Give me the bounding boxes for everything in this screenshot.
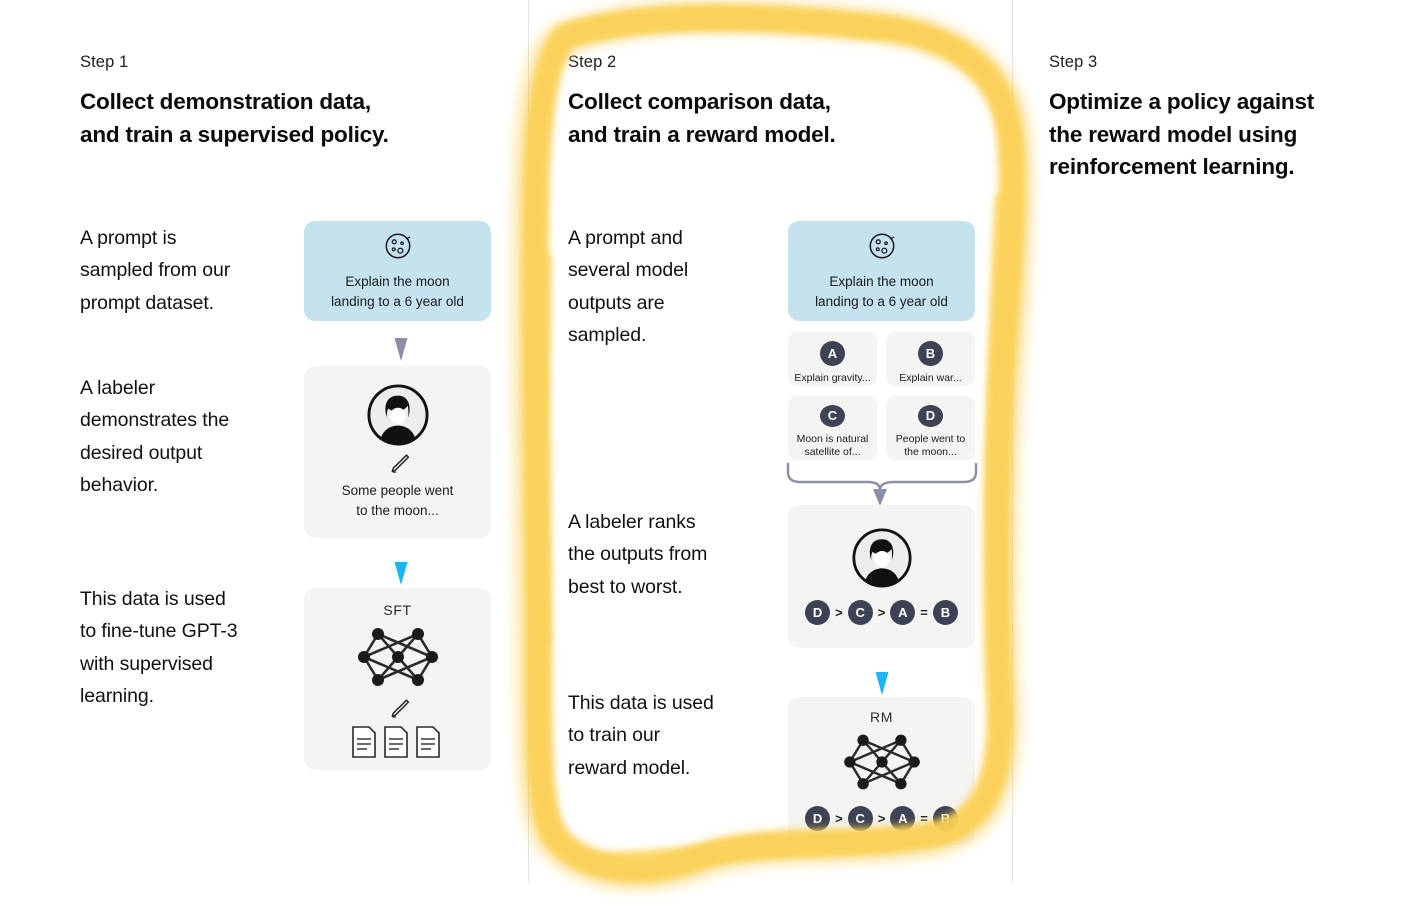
step-2-rm-ranking-row: D > C > A = B (805, 806, 958, 831)
step-1-prompt-card[interactable]: Explain the moon landing to a 6 year old (304, 221, 491, 321)
option-text-c: Moon is natural satellite of... (796, 432, 869, 459)
rank-op-2: > (877, 605, 886, 620)
step-2-ranking-row: D > C > A = B (805, 600, 958, 625)
option-text-a: Explain gravity... (794, 372, 871, 384)
step-1-paragraph-2: A labeler demonstrates the desired outpu… (80, 377, 230, 497)
step-1-title: Collect demonstration data, and train a … (80, 89, 389, 147)
option-badge-a: A (820, 341, 845, 366)
step-3-label: Step 3 (1049, 53, 1098, 71)
step-1-column: Step 1 Collect demonstration data, and t… (80, 0, 500, 903)
option-card-d[interactable]: D People went to the moon... (886, 396, 975, 460)
step-2-prompt-text: Explain the moon landing to a 6 year old (815, 274, 948, 309)
document-stack-icon (350, 725, 446, 759)
option-badge-c: C (820, 405, 845, 427)
step-2-paragraph-2: A labeler ranks the outputs from best to… (568, 511, 708, 598)
rm-label: RM (870, 709, 893, 725)
arrow-down-gray-1 (390, 337, 412, 363)
step-3-column: Step 3 Optimize a policy against the rew… (1049, 0, 1409, 903)
sft-label: SFT (383, 602, 412, 618)
neural-network-icon (354, 620, 442, 694)
pencil-icon (385, 698, 411, 720)
step-2-prompt-card[interactable]: Explain the moon landing to a 6 year old (788, 221, 975, 321)
step-1-label: Step 1 (80, 53, 129, 71)
option-card-a[interactable]: A Explain gravity... (788, 332, 877, 386)
step-1-labeler-card[interactable]: Some people went to the moon... (304, 366, 491, 538)
arrow-down-blue-2 (871, 671, 893, 697)
rm-rank-badge-3: A (890, 806, 916, 831)
step-2-column: Step 2 Collect comparison data, and trai… (568, 0, 988, 903)
moon-icon (383, 231, 413, 261)
option-badge-d: D (918, 405, 943, 427)
step-1-paragraph-1: A prompt is sampled from our prompt data… (80, 227, 231, 314)
step-2-paragraph-3: This data is used to train our reward mo… (568, 692, 714, 779)
option-card-c[interactable]: C Moon is natural satellite of... (788, 396, 877, 460)
rm-rank-op-2: > (877, 811, 886, 826)
step-2-ranking-card[interactable]: D > C > A = B (788, 505, 975, 648)
step-1-paragraph-3: This data is used to fine-tune GPT-3 wit… (80, 588, 238, 708)
moon-icon (867, 231, 897, 261)
neural-network-icon (840, 727, 924, 797)
rm-rank-badge-1: D (805, 806, 831, 831)
brace-connector-arrow (784, 460, 980, 508)
rm-rank-badge-2: C (847, 806, 873, 831)
rank-op-3: = (920, 605, 928, 620)
person-avatar-icon (851, 528, 912, 588)
rm-rank-op-3: = (920, 811, 928, 826)
column-divider-2 (1012, 0, 1013, 883)
pencil-icon (385, 453, 411, 475)
rank-badge-3: A (890, 600, 916, 625)
option-text-d: People went to the moon... (895, 432, 966, 459)
rm-rank-op-1: > (835, 811, 843, 826)
step-1-labeler-text: Some people went to the moon... (341, 483, 454, 518)
option-card-b[interactable]: B Explain war... (886, 332, 975, 386)
step-2-paragraph-1: A prompt and several model outputs are s… (568, 227, 689, 347)
step-2-label: Step 2 (568, 53, 617, 71)
column-divider-1 (528, 0, 529, 883)
arrow-down-blue-1 (390, 561, 412, 587)
rank-op-1: > (835, 605, 843, 620)
person-avatar-icon (366, 384, 429, 446)
rm-rank-badge-4: B (932, 806, 958, 831)
step-2-rm-card[interactable]: RM D (788, 697, 975, 845)
step-3-title: Optimize a policy against the reward mod… (1049, 89, 1315, 180)
step-2-title: Collect comparison data, and train a rew… (568, 89, 836, 147)
option-text-b: Explain war... (899, 372, 962, 384)
step-1-prompt-text: Explain the moon landing to a 6 year old (331, 274, 464, 309)
rank-badge-4: B (932, 600, 958, 625)
step-1-sft-card[interactable]: SFT (304, 588, 491, 770)
rank-badge-2: C (847, 600, 873, 625)
option-badge-b: B (918, 341, 943, 366)
rank-badge-1: D (805, 600, 831, 625)
